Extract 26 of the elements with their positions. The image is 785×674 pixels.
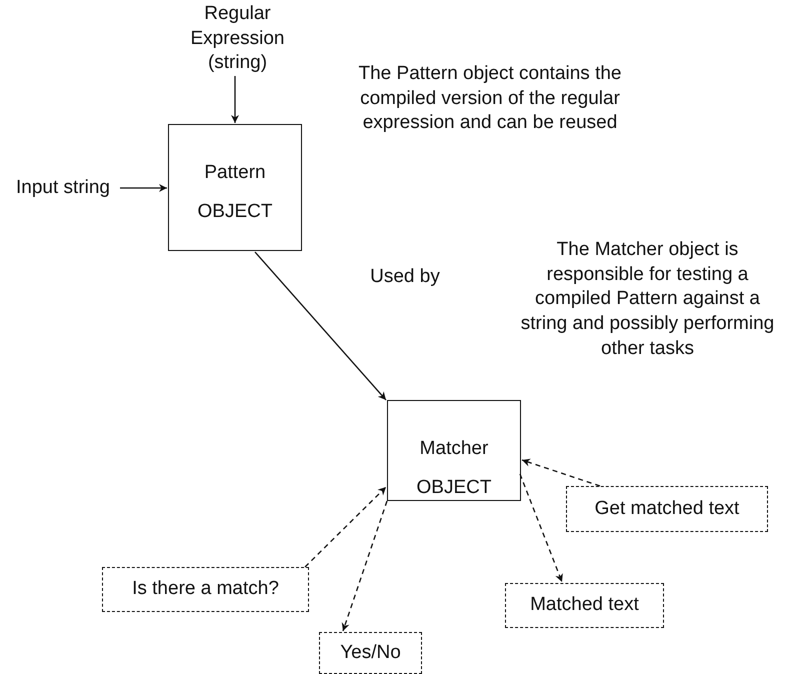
dashed-arrow — [522, 458, 600, 487]
dashed-arrow — [342, 500, 388, 632]
dashed-box — [102, 567, 309, 612]
arrow — [120, 184, 167, 192]
dashed-box — [319, 632, 422, 674]
annotation-text: Used by — [369, 265, 441, 289]
node-text: Get matched text — [594, 496, 740, 521]
object-box — [168, 124, 302, 251]
dashed-arrow — [304, 486, 386, 568]
node-text: Pattern — [204, 161, 266, 185]
node-label: Regular Expression (string) — [190, 2, 286, 76]
dashed-arrow — [519, 474, 563, 582]
dashed-box — [505, 583, 664, 628]
node-text: Matched text — [530, 593, 639, 618]
object-box — [387, 400, 521, 501]
node-text: Yes/No — [340, 640, 401, 665]
annotation-text: The Pattern object contains the compiled version of the regular expression and can be reused — [358, 62, 622, 136]
node-text: OBJECT — [198, 200, 272, 224]
arrow — [254, 252, 386, 400]
arrow — [231, 76, 239, 123]
annotation-text: The Matcher object is responsible for testing a compiled Pattern against a string and possibly performing other tasks — [520, 238, 776, 361]
node-text: Matcher — [420, 437, 488, 461]
node-text: OBJECT — [416, 476, 492, 500]
node-label: Input string — [16, 176, 110, 200]
dashed-box — [566, 486, 768, 532]
node-text: Is there a match? — [132, 577, 279, 602]
